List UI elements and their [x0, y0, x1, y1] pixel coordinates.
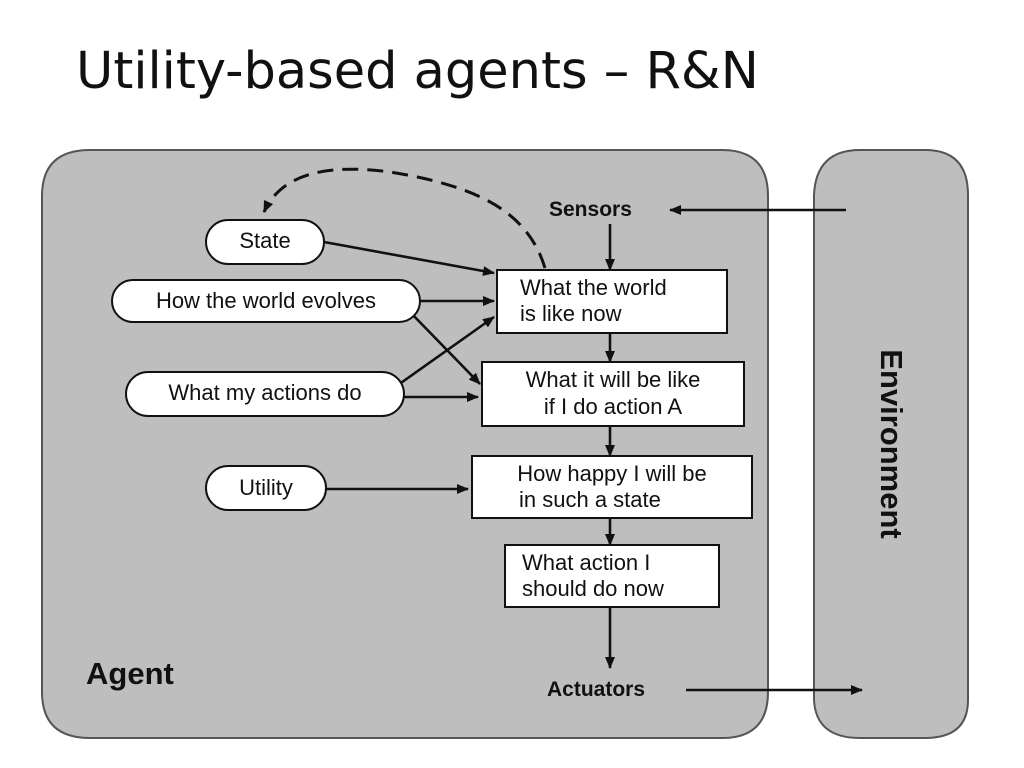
- box-will-be-like: What it will be like if I do action A: [481, 361, 745, 427]
- box-will-be-like-line2: if I do action A: [544, 394, 683, 419]
- box-how-happy: How happy I will be in such a state: [471, 455, 753, 519]
- environment-label: Environment: [874, 349, 909, 538]
- box-what-action-line2: should do now: [522, 576, 664, 601]
- box-world-now-line1: What the world: [520, 275, 667, 300]
- box-how-happy-line1: How happy I will be: [517, 461, 707, 486]
- oval-world-evolves-label: How the world evolves: [156, 288, 376, 313]
- slide-title: Utility-based agents – R&N: [76, 42, 759, 101]
- oval-utility-label: Utility: [239, 475, 293, 500]
- box-how-happy-line2: in such a state: [519, 487, 661, 512]
- oval-state-label: State: [239, 228, 290, 253]
- oval-my-actions: What my actions do: [125, 371, 405, 417]
- connector-arrows: [262, 167, 863, 695]
- agent-label: Agent: [86, 656, 174, 691]
- agent-panel: [41, 149, 769, 739]
- box-will-be-like-line1: What it will be like: [526, 367, 701, 392]
- oval-state: State: [205, 219, 325, 265]
- box-what-action: What action I should do now: [504, 544, 720, 608]
- actuators-label: Actuators: [547, 678, 645, 701]
- environment-panel: [813, 149, 969, 739]
- oval-utility: Utility: [205, 465, 327, 511]
- sensors-label: Sensors: [549, 198, 632, 221]
- oval-my-actions-label: What my actions do: [168, 380, 361, 405]
- box-what-action-line1: What action I: [522, 550, 650, 575]
- box-world-now: What the world is like now: [496, 269, 728, 334]
- box-world-now-line2: is like now: [520, 301, 622, 326]
- oval-world-evolves: How the world evolves: [111, 279, 421, 323]
